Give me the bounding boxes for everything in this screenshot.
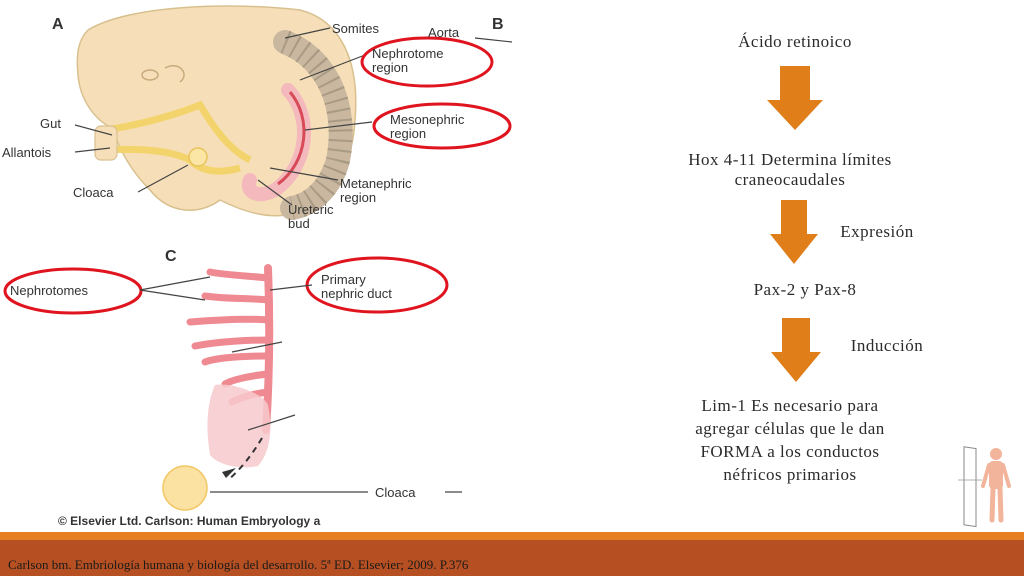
- label-primary-duct-2: nephric duct: [321, 286, 392, 301]
- flow-step-hox-line2: craneocaudales: [734, 170, 846, 189]
- flow-step-hox-line1: Hox 4-11 Determina límites: [688, 150, 892, 169]
- footer-citation: Carlson bm. Embriología humana y biologí…: [8, 557, 469, 572]
- footer-bar: [0, 540, 1024, 576]
- label-mesonephric-region-1: Mesonephric: [390, 112, 465, 127]
- label-allantois: Allantois: [2, 145, 52, 160]
- label-gut: Gut: [40, 116, 61, 131]
- panel-c-label: C: [165, 248, 177, 265]
- label-mesonephric-region-2: region: [390, 126, 427, 141]
- label-expression: Expresión: [840, 222, 914, 241]
- footer: Carlson bm. Embriología humana y biologí…: [0, 532, 1024, 576]
- label-aorta: Aorta: [428, 25, 460, 40]
- footer-stripe: [0, 532, 1024, 540]
- human-figure-thumbnail: [958, 446, 1011, 528]
- label-metanephric-region-2: region: [340, 190, 377, 205]
- label-nephrotome-region-2: region: [372, 60, 409, 75]
- embryology-figure: A B C Somites Aorta Nephrotome region Gu…: [0, 0, 520, 530]
- flow-step-lim1: Lim-1 Es necesario para agregar células …: [660, 394, 920, 486]
- arrow-down-icon: [770, 200, 818, 264]
- embryo-illustration: [3, 5, 513, 511]
- flow-step-hox: Hox 4-11 Determina límites craneocaudale…: [640, 150, 940, 190]
- arrow-down-icon: [767, 66, 823, 130]
- panel-a-label: A: [52, 16, 64, 33]
- label-induction: Inducción: [850, 336, 924, 355]
- flow-step-lim1-line2: agregar células que le dan: [695, 419, 885, 438]
- label-nephrotome-region-1: Nephrotome: [372, 46, 444, 61]
- arrow-down-icon: [771, 318, 821, 382]
- flow-step-lim1-line1: Lim-1 Es necesario para: [701, 396, 879, 415]
- label-primary-duct-1: Primary: [321, 272, 366, 287]
- panel-b-label: B: [492, 16, 504, 33]
- label-metanephric-region-1: Metanephric: [340, 176, 412, 191]
- label-ureteric-bud-1: Ureteric: [288, 202, 334, 217]
- label-ureteric-bud-2: bud: [288, 216, 310, 231]
- flow-step-pax: Pax-2 y Pax-8: [753, 280, 857, 299]
- label-somites: Somites: [332, 21, 379, 36]
- label-nephrotomes: Nephrotomes: [10, 283, 89, 298]
- label-cloaca-top: Cloaca: [73, 185, 114, 200]
- figure-copyright: © Elsevier Ltd. Carlson: Human Embryolog…: [58, 514, 321, 528]
- label-cloaca-bottom: Cloaca: [375, 485, 416, 500]
- flow-step-lim1-line4: néfricos primarios: [723, 465, 857, 484]
- flow-step-retinoic-acid: Ácido retinoico: [738, 32, 852, 51]
- flow-step-lim1-line3: FORMA a los conductos: [700, 442, 880, 461]
